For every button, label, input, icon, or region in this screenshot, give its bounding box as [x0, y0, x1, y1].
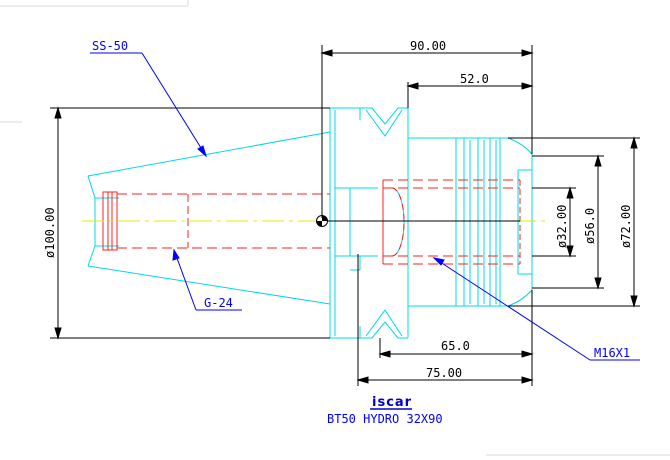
dimension-lines: [50, 45, 640, 386]
callout-m16x1: M16X1: [594, 346, 630, 360]
dim-length-total: 90.00: [410, 39, 446, 53]
callout-g24: G-24: [204, 296, 233, 310]
title-block: iscar BT50 HYDRO 32X90: [327, 395, 443, 426]
dim-length-body: 52.0: [460, 72, 489, 86]
dim-length-75: 75.00: [426, 366, 462, 380]
part-number: BT50 HYDRO 32X90: [327, 412, 443, 426]
dim-length-65: 65.0: [441, 339, 470, 353]
dim-diameter-56: ø56.0: [583, 208, 597, 244]
leader-lines: [90, 52, 640, 361]
dim-diameter-32: ø32.00: [555, 205, 569, 248]
dim-diameter-72: ø72.00: [619, 205, 633, 248]
hidden-lines: [102, 179, 521, 265]
callout-ss50: SS-50: [92, 39, 128, 53]
dim-diameter-100: ø100.00: [43, 207, 57, 258]
tool-holder-outline: [87, 107, 533, 339]
brand-logo: iscar: [372, 395, 412, 410]
